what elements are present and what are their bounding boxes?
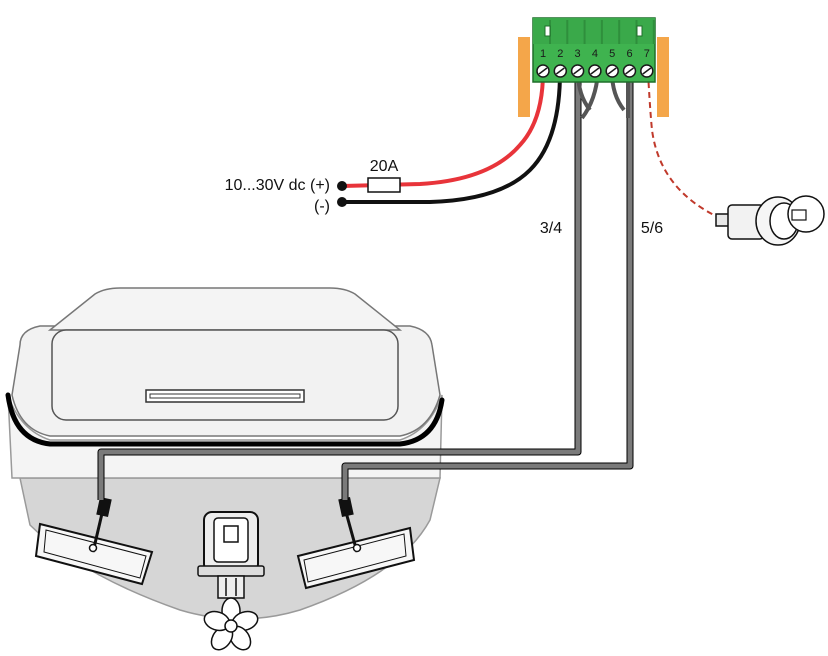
cable-5-6	[341, 71, 634, 500]
negative-wire	[342, 71, 562, 204]
pin-groove	[566, 20, 569, 44]
propeller-icon	[203, 597, 259, 651]
pin-screw-slot	[607, 67, 617, 75]
pin-label-6: 6	[626, 48, 632, 60]
negative-supply-label: (-)	[314, 198, 330, 215]
pin-screw-slot	[573, 67, 583, 75]
hull-top	[7, 394, 443, 479]
trim-tab-right	[296, 496, 416, 590]
mount-tab-right	[657, 37, 669, 117]
pin-groove	[583, 20, 586, 44]
positive-supply-label: 10...30V dc (+)	[225, 177, 330, 194]
fuse-label: 20A	[370, 158, 399, 175]
outdrive	[197, 511, 265, 599]
pin-screw-slot	[642, 67, 652, 75]
boat-stern-icon	[5, 287, 445, 651]
cable-3-4-label: 3/4	[540, 220, 562, 237]
pin-groove	[600, 20, 603, 44]
pin-label-3: 3	[575, 48, 581, 60]
cabin-roof	[47, 287, 403, 331]
rub-rail	[5, 392, 445, 447]
pin-label-1: 1	[540, 48, 546, 60]
pin-label-5: 5	[609, 48, 615, 60]
fuse	[367, 177, 401, 193]
key-switch-wire	[647, 71, 721, 219]
cable-5-6-label: 5/6	[641, 220, 663, 237]
pin-screw-slot	[590, 67, 600, 75]
pin-label-7: 7	[644, 48, 650, 60]
trim-tab-left	[34, 496, 154, 586]
mount-tab-left	[518, 37, 530, 117]
pin-screw-slot	[625, 67, 634, 75]
pin-label-2: 2	[557, 48, 563, 60]
negative-terminal	[337, 197, 347, 207]
stern-panel	[51, 329, 399, 421]
positive-wire	[341, 71, 545, 188]
pin-screw-slot	[555, 67, 565, 75]
ignition-key-switch-icon	[715, 195, 825, 246]
pin-label-4: 4	[592, 48, 598, 60]
pin-screw-slot	[538, 67, 548, 75]
pin-groove	[652, 20, 655, 44]
pin-groove	[618, 20, 621, 44]
positive-terminal	[337, 181, 347, 191]
